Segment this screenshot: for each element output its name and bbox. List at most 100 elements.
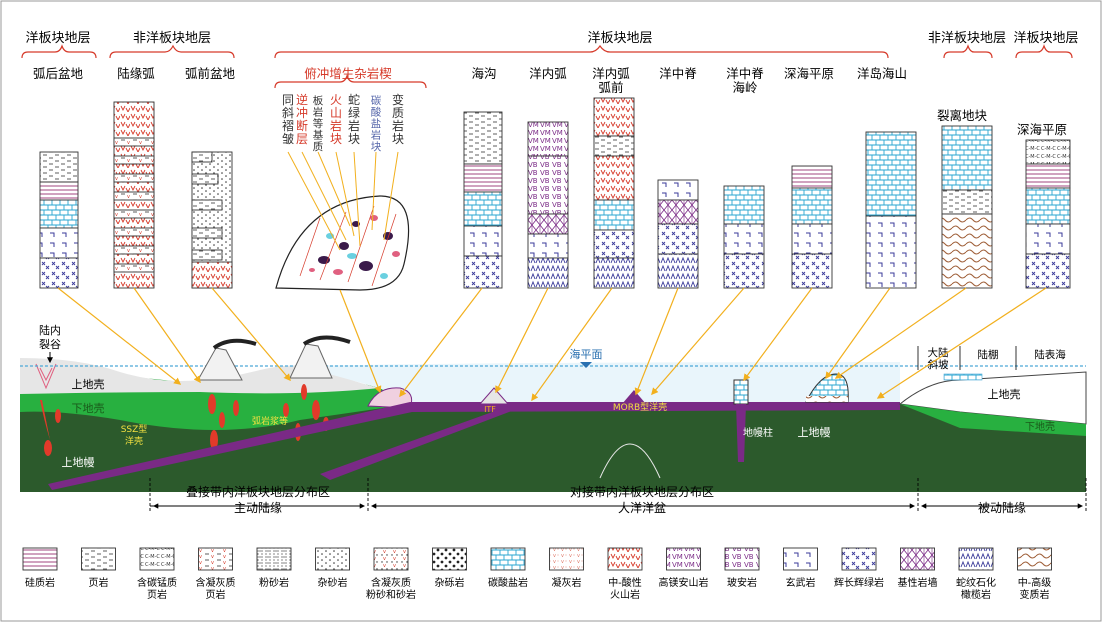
legend-label-metamorphic: 中-高级变质岩 <box>1018 576 1052 601</box>
legend-label-carbonate: 碳酸盐岩 <box>488 576 528 589</box>
label-ssz-1: SSZ型 <box>121 424 148 435</box>
legend-label-tuffshale: 含凝灰质页岩 <box>196 576 236 601</box>
label-upper-mantle-mid: 上地幔 <box>798 426 831 439</box>
legend-swatch-metamorphic <box>1017 547 1052 571</box>
zone-ocean-basin: 大洋洋盆 <box>618 500 666 515</box>
legend-swatch-greywacke <box>315 547 350 571</box>
label-itf: ITF <box>484 405 496 414</box>
legend-swatch-tuff <box>549 547 584 571</box>
label-mantle-plume: 地幔柱 <box>743 426 773 439</box>
legend-swatch-siliceous <box>22 547 58 571</box>
legend-swatch-tuffshale <box>198 547 233 571</box>
legend-swatch-basalt <box>783 547 818 571</box>
legend-swatch-cmn <box>139 547 175 571</box>
legend-label-siltstone: 粉砂岩 <box>259 576 289 589</box>
zone-passive-margin: 被动陆缘 <box>978 500 1026 515</box>
legend-swatch-boninite <box>724 547 760 571</box>
legend-swatch-conglomerate <box>432 547 467 571</box>
wedge-label-lines <box>287 151 399 251</box>
legend-label-shale: 页岩 <box>89 576 109 589</box>
legend-label-gabbro: 辉长辉绿岩 <box>834 576 884 589</box>
wedge-part-label-4: 蛇绿岩块 <box>348 92 360 146</box>
header-ocean-plate-1: 洋板块地层 <box>25 31 90 46</box>
legend-swatch-tuffsand <box>373 547 409 571</box>
label-continental-rift-2: 裂谷 <box>39 338 61 351</box>
header-ocean-plate-2: 洋板块地层 <box>587 31 652 46</box>
setting-ridge-1: 洋中脊 <box>726 66 764 81</box>
setting-fore-arc-basin: 弧前盆地 <box>185 66 236 81</box>
label-lower-crust-right: 下地壳 <box>1025 420 1055 433</box>
header-ocean-plate-3: 洋板块地层 <box>1013 31 1078 46</box>
wedge-part-label-2: 板岩等基质 <box>313 94 324 153</box>
legend-label-conglomerate: 杂砾岩 <box>435 576 465 589</box>
legend-label-tuffsand: 含凝灰质粉砂和砂岩 <box>366 576 416 601</box>
label-upper-mantle-left: 上地幔 <box>62 456 95 469</box>
label-upper-crust-left: 上地壳 <box>72 377 105 391</box>
legend-label-greywacke: 杂砂岩 <box>318 576 348 589</box>
setting-continental-arc: 陆缘弧 <box>117 66 155 81</box>
setting-trench: 海沟 <box>471 66 496 81</box>
setting-abyssal-plain-2: 深海平原 <box>1017 122 1067 137</box>
sea-level-marker <box>580 362 592 368</box>
setting-intra-oceanic-arc: 洋内弧 <box>529 66 567 81</box>
wedge-part-label-1: 逆冲断层 <box>296 92 308 146</box>
setting-ridge-2: 海岭 <box>732 80 757 95</box>
zone-dividers <box>149 478 1087 512</box>
setting-intra-oceanic-forearc-1: 洋内弧 <box>592 66 630 81</box>
legend-swatch-shale <box>81 547 116 571</box>
cross-section <box>20 335 1087 492</box>
connector-arrows <box>57 287 1047 402</box>
label-ssz-2: 洋壳 <box>125 435 143 447</box>
legend-label-boninite: 玻安岩 <box>727 576 757 589</box>
label-upper-crust-right: 上地壳 <box>988 387 1021 401</box>
setting-abyssal-plain: 深海平原 <box>784 66 834 81</box>
label-sea-level: 海平面 <box>570 347 603 361</box>
setting-back-arc-basin: 弧后盆地 <box>33 66 84 81</box>
legend-swatch-carbonate <box>490 547 526 571</box>
strat-columns <box>39 97 1071 289</box>
label-shelf: 陆棚 <box>978 348 999 361</box>
legend-swatch-serpentine <box>958 547 994 571</box>
setting-seamount: 洋岛海山 <box>857 66 907 81</box>
label-morb: MORB型洋壳 <box>613 401 667 413</box>
wedge-part-label-0: 同斜褶皱 <box>282 93 294 146</box>
header-brackets <box>21 44 1073 59</box>
setting-rifted-block: 裂离地块 <box>937 108 988 123</box>
legend-label-hma: 高镁安山岩 <box>659 576 709 589</box>
setting-accretionary-wedge: 俯冲增生杂岩楔 <box>304 66 392 81</box>
header-non-ocean-plate-1: 非洋板块地层 <box>133 31 211 46</box>
setting-mid-ocean-ridge: 洋中脊 <box>659 66 697 81</box>
label-slope-1: 大陆 <box>928 346 949 359</box>
wedge-part-label-6: 变质岩块 <box>392 92 404 146</box>
wedge-bracket <box>274 74 427 89</box>
legend-label-dyke: 基性岩墙 <box>898 576 938 589</box>
label-continental-rift-1: 陆内 <box>39 323 61 337</box>
legend-label-tuff: 凝灰岩 <box>552 576 582 589</box>
wedge-part-label-3: 火山岩块 <box>330 93 342 146</box>
legend-swatch-dyke <box>900 547 935 571</box>
legend-swatch-felsic <box>607 547 643 571</box>
label-arc-magma: 弧岩浆等 <box>252 415 288 427</box>
zone-overlap-title: 叠接带内洋板块地层分布区 <box>186 484 330 499</box>
legend-label-siliceous: 硅质岩 <box>25 576 55 589</box>
legend-swatch-hma <box>666 547 701 571</box>
label-slope-2: 斜坡 <box>928 358 949 371</box>
wedge-part-label-5: 碳酸盐岩块 <box>371 94 382 153</box>
legend-label-serpentine: 蛇纹石化橄榄岩 <box>956 576 996 601</box>
legend-swatch-gabbro <box>841 547 877 571</box>
header-non-ocean-plate-2: 非洋板块地层 <box>928 31 1006 46</box>
zone-collision-title: 对接带内洋板块地层分布区 <box>570 484 714 499</box>
legend-label-felsic: 中-酸性火山岩 <box>608 576 642 601</box>
zone-active-margin: 主动陆缘 <box>234 500 282 515</box>
setting-intra-oceanic-forearc-2: 弧前 <box>598 80 623 95</box>
label-lower-crust-left: 下地壳 <box>72 401 105 415</box>
label-epicontinental: 陆表海 <box>1034 348 1066 361</box>
legend-label-basalt: 玄武岩 <box>786 576 816 589</box>
legend-label-cmn: 含碳锰质页岩 <box>137 576 177 601</box>
legend-swatch-siltstone <box>256 547 292 571</box>
melange-wedge <box>275 195 410 291</box>
